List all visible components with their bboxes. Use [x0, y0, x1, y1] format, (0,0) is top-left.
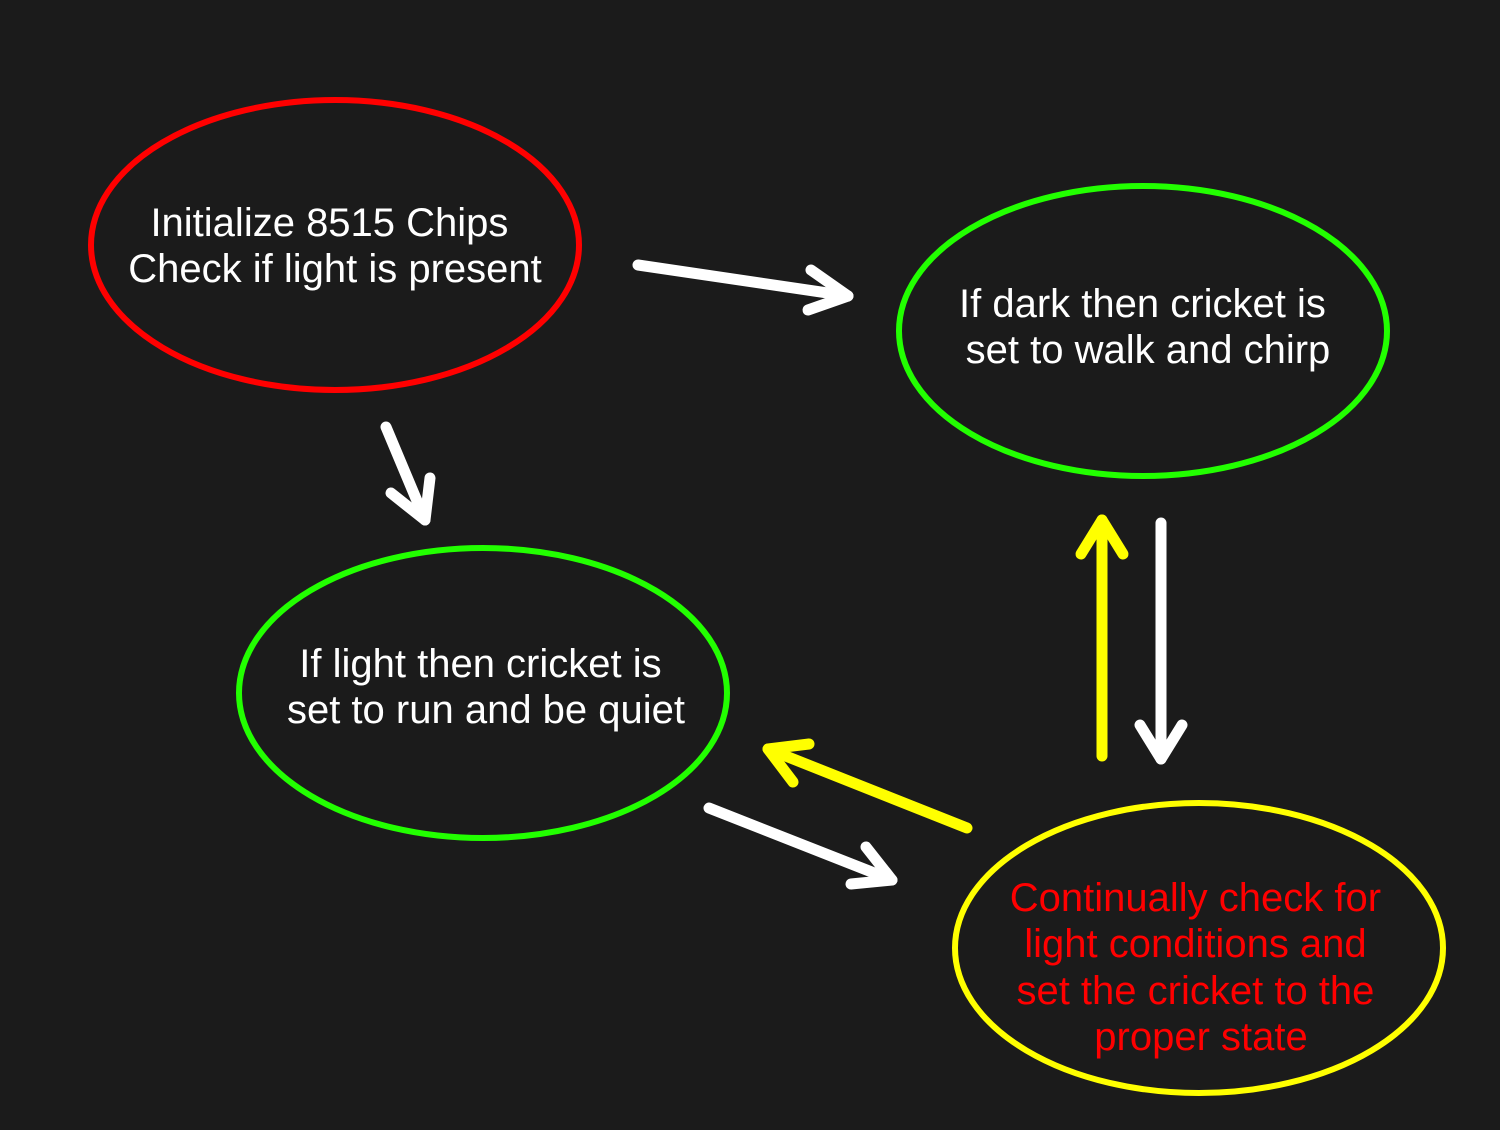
- node-init: Initialize 8515 Chips Check if light is …: [88, 97, 582, 393]
- arrow-dark-to-check: [1134, 517, 1188, 765]
- node-init-line-2: Check if light is present: [128, 247, 542, 291]
- node-light-line-2: set to run and be quiet: [287, 688, 685, 732]
- arrow-init-to-dark: [632, 259, 854, 316]
- node-check-text: Continually check for light conditions a…: [1010, 876, 1392, 1059]
- node-check-line-4: proper state: [1094, 1015, 1307, 1059]
- node-light-ellipse: [236, 545, 730, 841]
- node-check-ellipse: [952, 800, 1446, 1096]
- node-init-ellipse: [88, 97, 582, 393]
- node-dark: If dark then cricket is set to walk and …: [896, 183, 1390, 479]
- node-check-line-3: set the cricket to the: [1016, 969, 1374, 1013]
- node-dark-ellipse: [896, 183, 1390, 479]
- node-light-line-1: If light then cricket is: [299, 642, 661, 686]
- node-init-text: Initialize 8515 Chips Check if light is …: [128, 201, 542, 291]
- arrow-light-to-check: [703, 802, 898, 890]
- node-check-line-1: Continually check for: [1010, 876, 1381, 920]
- node-dark-text: If dark then cricket is set to walk and …: [959, 282, 1337, 372]
- arrow-check-to-dark: [1075, 514, 1129, 762]
- node-check: Continually check for light conditions a…: [952, 800, 1446, 1096]
- node-light: If light then cricket is set to run and …: [236, 545, 730, 841]
- arrow-init-to-light: [380, 421, 436, 526]
- node-init-line-1: Initialize 8515 Chips: [150, 201, 508, 245]
- node-check-line-2: light conditions and: [1024, 922, 1366, 966]
- node-light-text: If light then cricket is set to run and …: [287, 642, 685, 732]
- node-dark-line-2: set to walk and chirp: [966, 328, 1331, 372]
- node-dark-line-1: If dark then cricket is: [959, 282, 1326, 326]
- arrow-check-to-light: [762, 738, 973, 834]
